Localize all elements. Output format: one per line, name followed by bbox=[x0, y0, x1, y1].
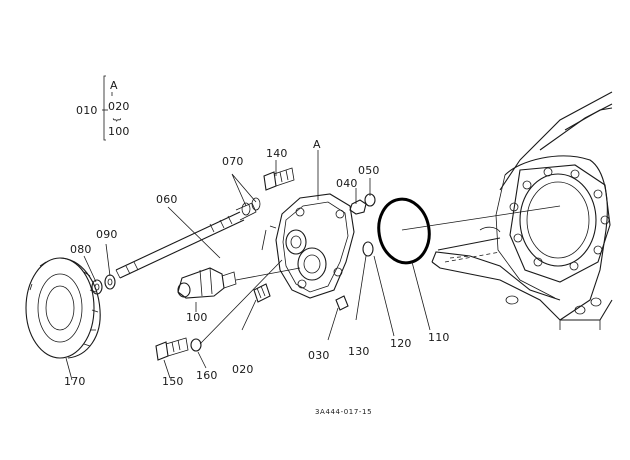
callout-070: 070 bbox=[222, 155, 244, 168]
washer-090 bbox=[104, 274, 116, 290]
legend-range-tilde: } bbox=[110, 117, 121, 123]
nut-040 bbox=[349, 199, 367, 215]
callout-080: 080 bbox=[70, 243, 92, 256]
callout-040: 040 bbox=[336, 177, 358, 190]
callout-090: 090 bbox=[96, 228, 118, 241]
transmission-housing bbox=[431, 91, 613, 330]
callout-150: 150 bbox=[162, 375, 184, 388]
callout-140: 140 bbox=[266, 147, 288, 160]
bolt-150 bbox=[155, 337, 189, 361]
callout-110: 110 bbox=[428, 331, 450, 344]
large-o-ring bbox=[377, 197, 431, 265]
callout-170: 170 bbox=[64, 375, 86, 388]
legend-range-start: 020 bbox=[108, 100, 130, 113]
washer-160 bbox=[190, 338, 202, 352]
legend-range-end: 100 bbox=[108, 125, 130, 138]
callout-030: 030 bbox=[308, 349, 330, 362]
callout-120: 120 bbox=[390, 337, 412, 350]
callout-130: 130 bbox=[348, 345, 370, 358]
callout-060: 060 bbox=[156, 193, 178, 206]
o-ring-070b bbox=[251, 197, 261, 211]
plug-020 bbox=[253, 283, 271, 303]
plug-030 bbox=[335, 295, 349, 311]
callout-050: 050 bbox=[358, 164, 380, 177]
callout-160: 160 bbox=[196, 369, 218, 382]
bolt-140 bbox=[263, 167, 295, 191]
callout-020: 020 bbox=[232, 363, 254, 376]
callout-100: 100 bbox=[186, 311, 208, 324]
o-ring-130 bbox=[362, 241, 374, 257]
seal-cover bbox=[25, 257, 101, 359]
drawing-code: 3A444-017-15 bbox=[315, 408, 373, 416]
legend-variant-a: A bbox=[110, 79, 118, 92]
legend-bracket bbox=[102, 75, 113, 141]
pump-cover bbox=[261, 193, 355, 299]
pressure-switch bbox=[177, 267, 237, 299]
shaft bbox=[115, 202, 257, 279]
leader-lines bbox=[65, 150, 561, 381]
o-ring-070a bbox=[241, 202, 251, 216]
legend-key-label: 010 bbox=[76, 104, 98, 117]
callout-marker-a: A bbox=[313, 138, 321, 151]
